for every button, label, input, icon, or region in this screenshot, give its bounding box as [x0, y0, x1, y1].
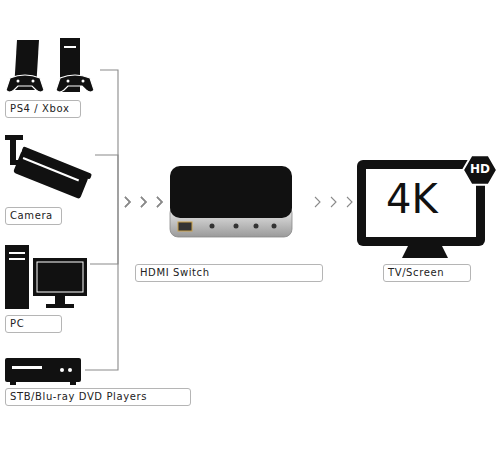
gamepad-button: [32, 80, 35, 83]
signal-connector: [95, 155, 162, 207]
badge-text: HD: [466, 162, 494, 176]
stb-foot: [10, 382, 16, 385]
stb-body: [5, 358, 81, 382]
camera-mount: [5, 135, 23, 140]
signal-connector: [85, 197, 162, 370]
device-node: PS4 / Xbox: [0, 35, 100, 120]
tv-stand: [402, 246, 448, 258]
device-label: STB/Blu-ray DVD Players: [5, 388, 191, 406]
switch-button: [234, 224, 239, 229]
stb-icon: [5, 358, 81, 385]
device-node: STB/Blu-ray DVD Players: [0, 350, 85, 408]
gamepad-button: [82, 80, 85, 83]
stb-button: [68, 368, 72, 372]
console-icon: [6, 38, 94, 92]
signal-connector: [300, 197, 352, 207]
switch-button: [254, 224, 259, 229]
camera-icon: [5, 135, 92, 200]
pc-slot: [9, 252, 25, 254]
gamepad: [6, 75, 44, 92]
tv-screen: [366, 169, 476, 237]
device-label: Camera: [5, 207, 62, 225]
switch-top: [170, 166, 292, 218]
device-label: PS4 / Xbox: [5, 100, 81, 118]
switch-button: [272, 224, 277, 229]
device-node: HDMI Switch: [165, 160, 300, 288]
gamepad: [56, 75, 94, 92]
xbox-slot: [64, 46, 76, 48]
tv-icon: [357, 155, 497, 258]
hd-badge: [463, 155, 497, 184]
resolution-text: 4K: [386, 178, 438, 220]
switch-button: [210, 224, 215, 229]
device-node: TV/Screen: [355, 155, 490, 288]
pc-stand: [55, 296, 65, 304]
pc-icon: [5, 245, 87, 309]
device-node: PC: [0, 240, 90, 334]
hdmi-port: [178, 222, 192, 231]
pc-slot: [9, 258, 25, 260]
device-node: Camera: [0, 130, 95, 228]
camera-hood: [21, 146, 92, 179]
gamepad-button: [67, 80, 70, 83]
pc-screen: [37, 262, 83, 292]
device-label: TV/Screen: [383, 264, 471, 282]
stb-button: [60, 368, 64, 372]
stb-foot: [70, 382, 76, 385]
stb-tray: [12, 366, 42, 369]
signal-connector: [90, 197, 162, 264]
pc-tower: [5, 245, 29, 309]
camera-stripe: [23, 157, 79, 181]
pc-monitor: [33, 258, 87, 296]
device-label: HDMI Switch: [135, 264, 323, 282]
pc-base: [46, 304, 74, 308]
gamepad-button: [17, 80, 20, 83]
switch-icon: [170, 166, 292, 237]
signal-connector: [100, 70, 162, 207]
device-label: PC: [5, 315, 62, 333]
